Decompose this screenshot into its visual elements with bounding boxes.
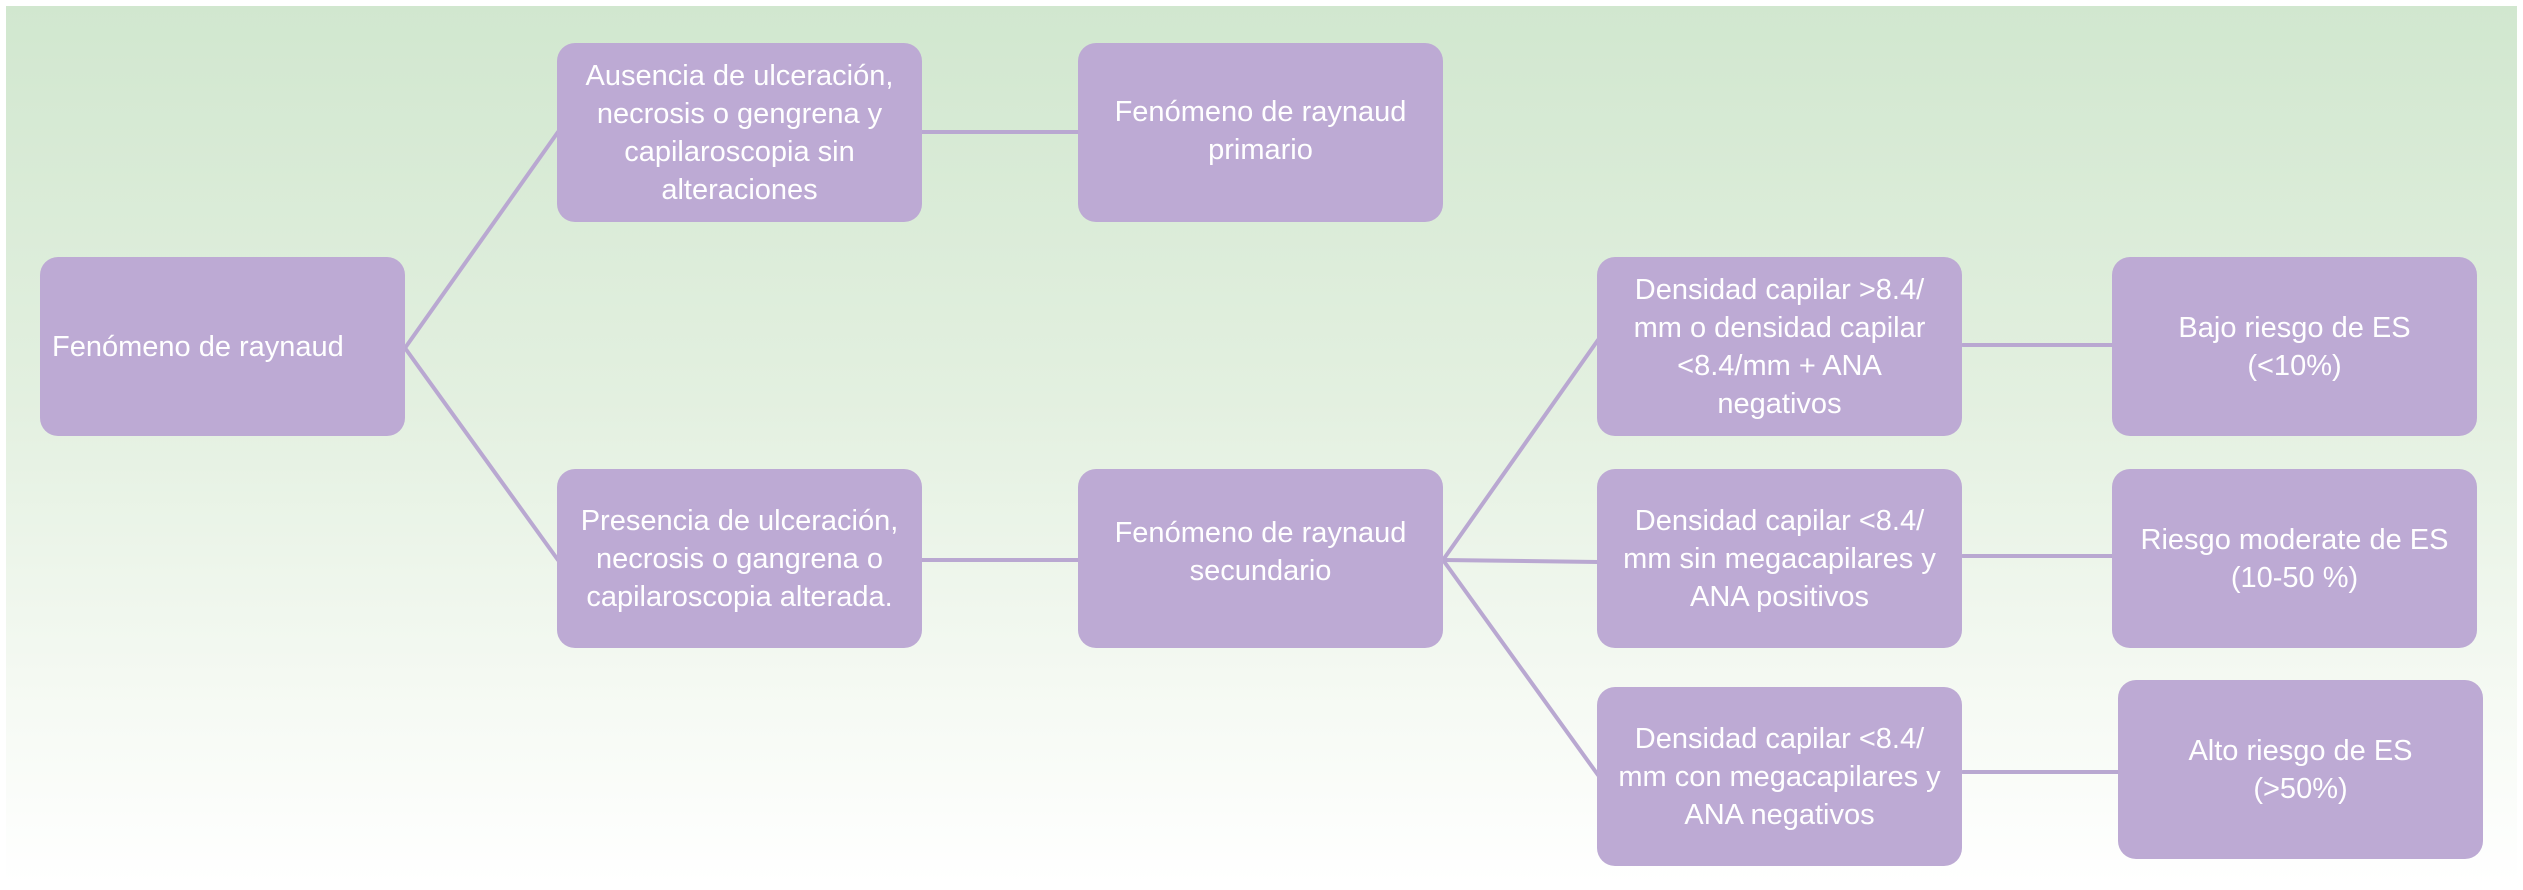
node-risk-moderate: Riesgo moderate de ES (10-50 %) — [2112, 469, 2477, 648]
node-secondary: Fenómeno de raynaud secundario — [1078, 469, 1443, 648]
node-risk-high: Alto riesgo de ES (>50%) — [2118, 680, 2483, 859]
node-density-high: Densidad capilar >8.4/ mm o densidad cap… — [1597, 257, 1962, 436]
node-primary: Fenómeno de raynaud primario — [1078, 43, 1443, 222]
node-root-label: Fenómeno de raynaud — [52, 330, 344, 363]
node-risk-moderate-label: Riesgo moderate de ES (10-50 %) — [2140, 523, 2449, 594]
connector-secondary-to-density-mega — [1441, 558, 1600, 777]
node-secondary-label: Fenómeno de raynaud secundario — [1114, 517, 1407, 587]
node-absence: Ausencia de ulceración, necrosis o gengr… — [557, 43, 922, 222]
connector-root-to-presence — [403, 346, 560, 562]
connector-secondary-to-density-high — [1441, 338, 1600, 562]
node-density-mega-label: Densidad capilar <8.4/ mm con megacapila… — [1618, 722, 1941, 831]
node-primary-label: Fenómeno de raynaud primario — [1114, 96, 1407, 166]
node-density-mega: Densidad capilar <8.4/ mm con megacapila… — [1597, 687, 1962, 866]
node-density-no-mega-label: Densidad capilar <8.4/ mm sin megacapila… — [1623, 504, 1936, 613]
connector-root-to-absence — [403, 130, 560, 350]
node-absence-label: Ausencia de ulceración, necrosis o gengr… — [585, 59, 894, 206]
node-density-no-mega: Densidad capilar <8.4/ mm sin megacapila… — [1597, 469, 1962, 648]
node-presence: Presencia de ulceración, necrosis o gang… — [557, 469, 922, 648]
node-root: Fenómeno de raynaud — [40, 257, 405, 436]
node-density-high-label: Densidad capilar >8.4/ mm o densidad cap… — [1633, 273, 1926, 420]
node-risk-low: Bajo riesgo de ES (<10%) — [2112, 257, 2477, 436]
node-presence-label: Presencia de ulceración, necrosis o gang… — [580, 504, 899, 613]
node-risk-low-label: Bajo riesgo de ES (<10%) — [2178, 311, 2411, 382]
node-risk-high-label: Alto riesgo de ES (>50%) — [2188, 734, 2413, 805]
connector-secondary-to-density-no-mega — [1441, 558, 1600, 564]
